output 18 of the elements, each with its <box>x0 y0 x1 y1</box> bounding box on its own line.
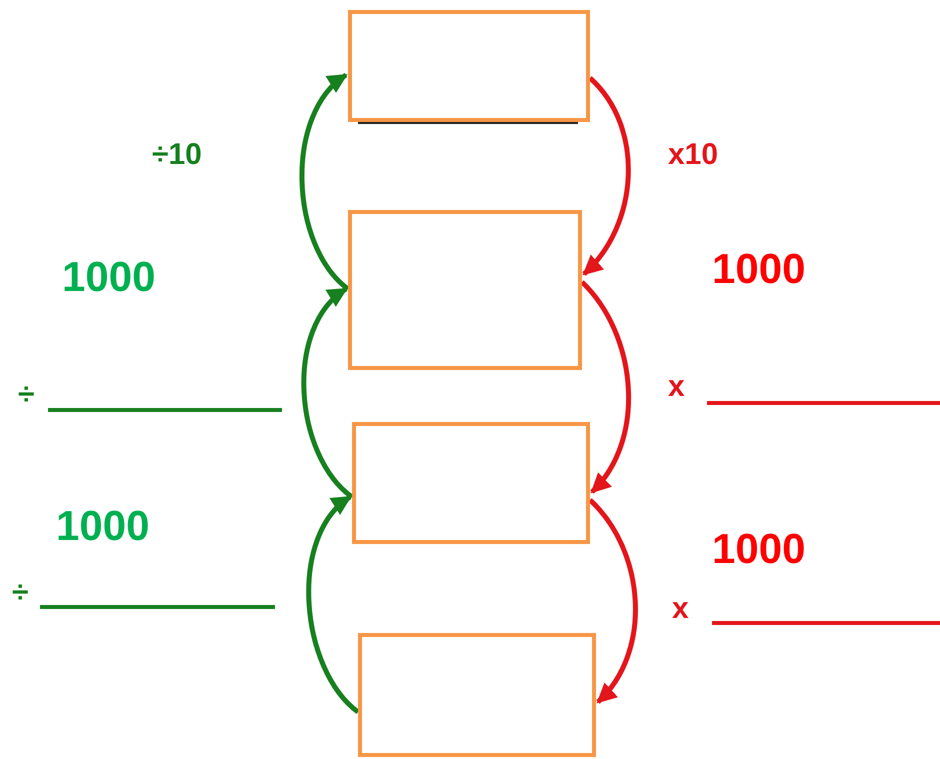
arrow <box>582 76 631 276</box>
answer-box <box>348 10 590 122</box>
operator-label: x <box>668 372 685 402</box>
operator-label: ÷ <box>12 578 28 608</box>
answer-box <box>358 633 596 757</box>
number-label: 1000 <box>712 248 806 290</box>
arrow <box>302 287 354 499</box>
number-label: 1000 <box>56 505 150 547</box>
answer-box <box>352 422 590 544</box>
answer-box <box>348 210 582 370</box>
arrow <box>300 73 350 291</box>
operator-label: x <box>672 594 689 624</box>
number-label: 1000 <box>62 256 156 298</box>
operator-label: ÷ <box>18 380 34 410</box>
arrow <box>588 498 638 704</box>
number-label: 1000 <box>712 528 806 570</box>
arrow <box>580 280 631 494</box>
arrow <box>306 495 360 714</box>
